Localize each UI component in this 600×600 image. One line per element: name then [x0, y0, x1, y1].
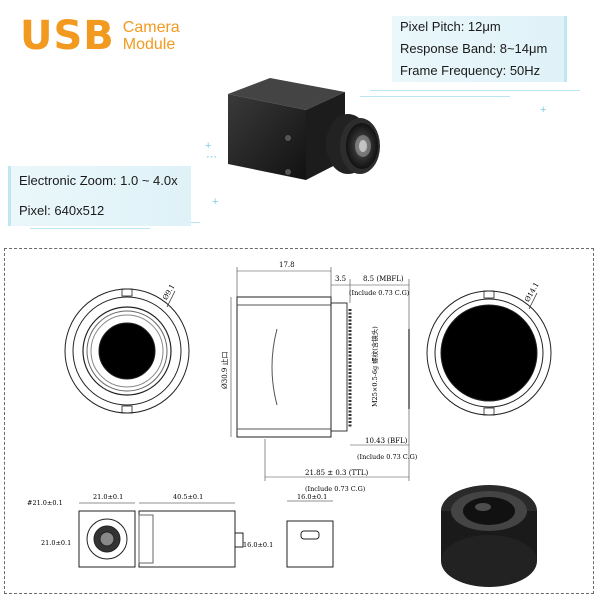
- deco-plus-icon: +: [205, 140, 212, 152]
- dim-21-sq: #21.0±0.1: [27, 499, 63, 507]
- spec-panel-right: Pixel Pitch: 12μm Response Band: 8~14μm …: [392, 16, 567, 82]
- deco-line: [30, 228, 150, 229]
- dim-21-85: 21.85 ± 0.3 (TTL): [305, 469, 369, 477]
- spec-panel-left: Electronic Zoom: 1.0 ~ 4.0x Pixel: 640x5…: [8, 166, 191, 226]
- dim-thread: M25×0.5-6g 螺纹(含镜头): [370, 326, 379, 407]
- side-view: [236, 296, 410, 438]
- dim-phi30: Ø30.9 止口: [220, 351, 229, 389]
- camera-product-image: [228, 78, 380, 180]
- dim-phi14-1: Ø14.1: [523, 281, 541, 303]
- front-view: [64, 288, 190, 414]
- dim-include-3: (Include 0.73 C.G): [305, 485, 366, 493]
- dimension-lines: [230, 267, 410, 481]
- spec-pixel: Pixel: 640x512: [19, 203, 105, 218]
- dim-include-1: (Include 0.73 C.G): [349, 289, 410, 297]
- dim-16-side: 16.0±0.1: [243, 541, 273, 549]
- brand-subtitle-line2: Module: [122, 36, 176, 53]
- spec-pixel-pitch: Pixel Pitch: 12μm: [400, 19, 501, 34]
- deco-plus-icon: +: [540, 104, 547, 116]
- spec-frame-frequency: Frame Frequency: 50Hz: [400, 63, 541, 78]
- dim-8-5: 8.5 (MBFL): [363, 275, 404, 283]
- dim-21-side: 21.0±0.1: [41, 539, 71, 547]
- deco-plus-icon: +: [212, 196, 219, 208]
- deco-dots-icon: ⋯: [206, 151, 217, 163]
- brand-logo: USB Camera Module: [20, 16, 180, 56]
- long-side-view: [138, 502, 244, 568]
- deco-line: [370, 90, 580, 91]
- spec-response-band: Response Band: 8~14μm: [400, 41, 548, 56]
- square-front-view: [78, 502, 136, 568]
- spec-electronic-zoom: Electronic Zoom: 1.0 ~ 4.0x: [19, 173, 178, 188]
- technical-drawing-panel: Ø9.1 17.8 3.5 8.5 (MBFL) (Include 0.73 C…: [4, 248, 594, 594]
- dim-3-5: 3.5: [335, 275, 346, 283]
- technical-drawing: Ø9.1 17.8 3.5 8.5 (MBFL) (Include 0.73 C…: [27, 261, 552, 587]
- dim-21-top: 21.0±0.1: [93, 493, 123, 501]
- dim-16-top: 16.0±0.1: [297, 493, 327, 501]
- rear-plate-view: [286, 500, 334, 568]
- rear-view: [426, 290, 552, 416]
- dim-17-8: 17.8: [279, 261, 295, 269]
- lens-barrel-3d: [441, 485, 537, 587]
- deco-line: [360, 96, 510, 97]
- dim-40-5: 40.5±0.1: [173, 493, 203, 501]
- brand-subtitle: Camera Module: [123, 19, 180, 53]
- brand-title: USB: [20, 13, 115, 59]
- dim-include-2: (Include 0.73 C.G): [357, 453, 418, 461]
- brand-subtitle-line1: Camera: [122, 19, 180, 36]
- dim-10-43: 10.43 (BFL): [365, 437, 408, 445]
